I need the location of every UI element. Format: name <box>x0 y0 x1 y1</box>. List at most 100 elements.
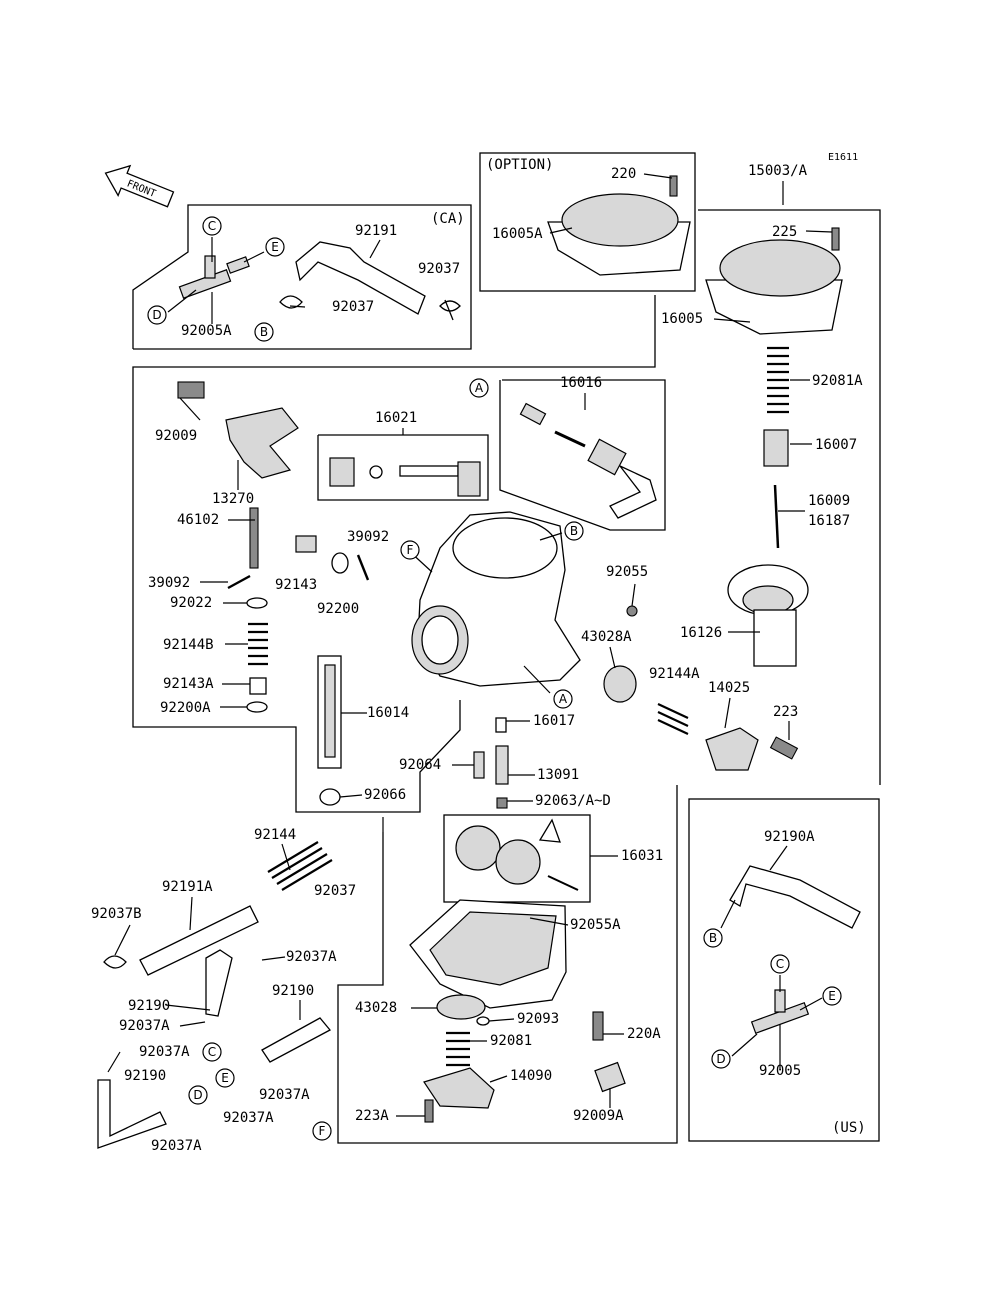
jet-16017 <box>495 717 507 733</box>
callout-circle <box>254 322 274 342</box>
pin-39092-b <box>227 574 251 590</box>
callout-circle <box>312 1121 332 1141</box>
part-number-p16014: 16014 <box>367 705 409 721</box>
hose-92191A <box>139 905 259 976</box>
jet-13091 <box>495 745 509 785</box>
float-bowl <box>409 899 567 1009</box>
part-number-p220: 220 <box>611 166 636 182</box>
part-number-p16126: 16126 <box>680 625 722 641</box>
callout-cB1: B <box>254 322 274 342</box>
part-number-p92190c: 92190 <box>124 1068 166 1084</box>
part-labels: 22016005A15003/A2251600592081A1600716009… <box>91 163 863 1154</box>
vent-fitting-92005 <box>750 989 810 1034</box>
screw-220A <box>592 1011 604 1041</box>
part-number-p92200A: 92200A <box>160 700 211 716</box>
part-number-p92037Ac: 92037A <box>139 1044 190 1060</box>
part-number-p92037Aa: 92037A <box>286 949 337 965</box>
float-bowl-frame <box>337 785 678 1144</box>
part-number-p16017: 16017 <box>533 713 575 729</box>
part-number-p92144B: 92144B <box>163 637 214 653</box>
part-number-p14025: 14025 <box>708 680 750 696</box>
washer-92022 <box>246 597 268 609</box>
ca-region-frame <box>132 204 472 350</box>
choke-cable-16016 <box>519 402 657 519</box>
screw-223A <box>424 1099 434 1123</box>
callout-circle <box>564 521 584 541</box>
part-number-p16031: 16031 <box>621 848 663 864</box>
ca-region-label: (CA) <box>431 211 465 227</box>
callout-letter: F <box>407 543 414 557</box>
o-ring-92093 <box>476 1016 490 1026</box>
cap-16005 <box>705 227 843 335</box>
callout-circle <box>703 928 723 948</box>
callout-cD2: D <box>188 1085 208 1105</box>
part-number-p92009A: 92009A <box>573 1108 624 1124</box>
part-number-p92081A: 92081A <box>812 373 863 389</box>
callout-circle <box>265 237 285 257</box>
part-number-p16007: 16007 <box>815 437 857 453</box>
part-number-p223: 223 <box>773 704 798 720</box>
hose-92190-c <box>97 1079 167 1149</box>
leader-lines <box>107 173 833 1117</box>
bracket-16014 <box>317 655 342 769</box>
part-number-p92191: 92191 <box>355 223 397 239</box>
part-number-p92081: 92081 <box>490 1033 532 1049</box>
part-number-p92066: 92066 <box>364 787 406 803</box>
part-number-p225: 225 <box>772 224 797 240</box>
part-number-p92037B: 92037B <box>91 906 142 922</box>
plug-92055 <box>626 605 638 617</box>
part-number-p92190a: 92190 <box>272 983 314 999</box>
cap-92143A <box>249 677 267 695</box>
callout-cE3: E <box>822 986 842 1006</box>
part-number-p43028: 43028 <box>355 1000 397 1016</box>
part-number-p39092a: 39092 <box>347 529 389 545</box>
pump-14090 <box>423 1067 495 1109</box>
part-number-p16016: 16016 <box>560 375 602 391</box>
callout-circle <box>711 1049 731 1069</box>
jet-92063 <box>496 797 508 809</box>
part-number-p220A: 220A <box>627 1026 661 1042</box>
clamp-92037B <box>103 955 127 969</box>
part-number-p92190b: 92190 <box>128 998 170 1014</box>
part-number-p16187: 16187 <box>808 513 850 529</box>
part-number-p92037Ab: 92037A <box>119 1018 170 1034</box>
starter-plunger-16021 <box>329 457 481 497</box>
callout-cA1: A <box>469 378 489 398</box>
callout-letter: B <box>570 524 578 538</box>
callout-letter: F <box>319 1124 326 1138</box>
part-number-p92005A: 92005A <box>181 323 232 339</box>
callout-circle <box>822 986 842 1006</box>
part-number-p92144A: 92144A <box>649 666 700 682</box>
diaphragm-16126 <box>727 564 809 667</box>
callout-cC1: C <box>202 216 222 236</box>
cover-43028A <box>603 665 637 703</box>
pump-14025 <box>705 727 759 771</box>
part-number-p92190A: 92190A <box>764 829 815 845</box>
retainer-16007 <box>763 429 789 467</box>
part-number-p15003A: 15003/A <box>748 163 808 179</box>
callout-cE1: E <box>265 237 285 257</box>
washer-92200A <box>246 701 268 713</box>
callout-cE2: E <box>215 1068 235 1088</box>
spring-92081 <box>446 1031 470 1067</box>
bracket-16021 <box>317 434 489 501</box>
bracket-16031 <box>443 814 591 903</box>
callout-letter: C <box>208 219 216 233</box>
plug-92009A <box>594 1061 626 1093</box>
part-number-p92055A: 92055A <box>570 917 621 933</box>
part-number-p16009: 16009 <box>808 493 850 509</box>
part-number-p92055: 92055 <box>606 564 648 580</box>
part-number-p92064: 92064 <box>399 757 441 773</box>
callout-letter: A <box>559 692 568 706</box>
callout-circle <box>147 305 167 325</box>
callout-circle <box>215 1068 235 1088</box>
part-number-p92037c: 92037 <box>314 883 356 899</box>
callout-circle <box>553 689 573 709</box>
part-number-p223A: 223A <box>355 1108 389 1124</box>
front-arrow-icon: FRONT <box>104 164 175 208</box>
clip-92037-a <box>439 299 461 321</box>
callout-cD1: D <box>147 305 167 325</box>
part-number-p92022: 92022 <box>170 595 212 611</box>
